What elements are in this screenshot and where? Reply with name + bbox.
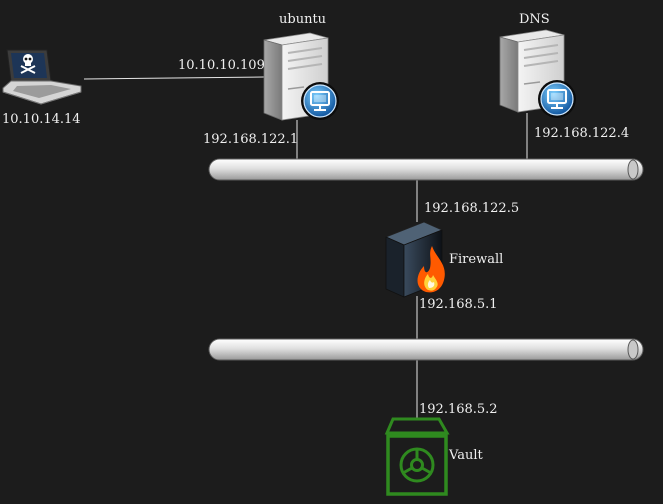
- links: [83, 76, 528, 420]
- firewall-icon: [384, 221, 445, 298]
- skull-icon: [20, 54, 36, 74]
- laptop-icon: [2, 49, 82, 105]
- dns-label: DNS: [519, 12, 550, 27]
- firewall-label: Firewall: [449, 252, 504, 267]
- ubuntu-external-ip: 10.10.10.109: [178, 58, 265, 73]
- firewall-bottom-ip: 192.168.5.1: [419, 297, 498, 312]
- monitor-badge-icon-ubuntu: [301, 82, 339, 120]
- ubuntu-label: ubuntu: [279, 12, 327, 27]
- dns-ip: 192.168.122.4: [534, 126, 630, 141]
- monitor-badge-icon-dns: [538, 80, 576, 118]
- flame-icon: [417, 246, 445, 293]
- link-attacker-ubuntu: [83, 76, 265, 80]
- network-bus-192-168-122: [208, 158, 644, 181]
- firewall-top-ip: 192.168.122.5: [424, 201, 520, 216]
- vault-icon: [384, 417, 450, 496]
- vault-label: Vault: [449, 448, 483, 463]
- network-bus-192-168-5: [208, 338, 644, 361]
- ubuntu-internal-ip: 192.168.122.1: [203, 132, 299, 147]
- vault-ip: 192.168.5.2: [419, 402, 498, 417]
- attacker-ip: 10.10.14.14: [2, 112, 81, 127]
